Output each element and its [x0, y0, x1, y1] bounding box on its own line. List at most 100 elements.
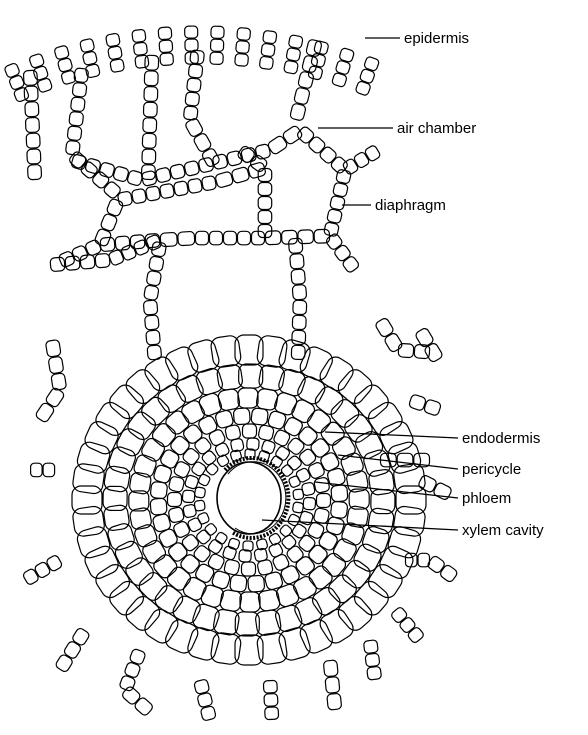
plant-cell: [144, 285, 160, 301]
plant-cell: [169, 434, 192, 457]
plant-cell: [200, 706, 216, 722]
plant-cell: [240, 592, 260, 612]
plant-cell: [223, 559, 240, 576]
plant-cell: [371, 489, 395, 513]
plant-cell: [65, 256, 80, 271]
plant-cell: [55, 653, 74, 673]
plant-cell: [297, 617, 335, 656]
plant-cell: [282, 125, 304, 146]
plant-cell: [248, 575, 265, 592]
plant-cell: [210, 52, 223, 64]
plant-cell: [367, 666, 382, 680]
plant-cell: [316, 493, 330, 507]
plant-cell: [163, 408, 191, 436]
plant-cell: [188, 64, 203, 79]
plant-cell: [143, 102, 157, 117]
plant-cell: [292, 595, 324, 627]
plant-cell: [307, 543, 330, 566]
plant-cell: [185, 92, 200, 107]
plant-cell: [159, 183, 174, 199]
plant-cell: [159, 448, 181, 470]
plant-cell: [327, 693, 342, 710]
plant-cell: [207, 538, 224, 555]
plant-cell: [233, 408, 250, 425]
plant-cell: [167, 541, 189, 563]
plant-cell: [151, 241, 167, 257]
plant-cell: [196, 231, 209, 245]
plant-cell: [194, 487, 205, 498]
plant-cell: [142, 133, 156, 148]
plant-cell: [398, 616, 416, 634]
plant-cell: [298, 71, 315, 89]
label-pericycle: pericycle: [462, 461, 521, 478]
plant-cell: [150, 481, 168, 499]
plant-cell: [50, 257, 65, 272]
plant-cell: [194, 679, 210, 695]
plant-cell: [159, 40, 173, 53]
plant-cell: [197, 512, 210, 525]
plant-cell: [293, 489, 304, 500]
plant-cell: [160, 232, 177, 246]
plant-cell: [204, 522, 218, 536]
plant-cell: [45, 339, 61, 357]
plant-cell: [201, 449, 218, 466]
plant-cell: [163, 344, 201, 383]
plant-cell: [103, 465, 131, 493]
plant-cell: [146, 330, 161, 345]
plant-cell: [34, 561, 51, 579]
plant-cell: [364, 144, 381, 162]
plant-cell: [261, 43, 276, 57]
label-epidermis: epidermis: [404, 30, 469, 47]
plant-cell: [294, 555, 316, 577]
plant-cell: [178, 231, 195, 245]
cortex-cell-chains: [22, 39, 458, 721]
plant-cell: [173, 181, 188, 197]
plant-cell: [288, 475, 301, 488]
plant-cell: [293, 300, 307, 314]
plant-cell: [163, 617, 201, 656]
plant-cell: [292, 284, 307, 300]
plant-cell: [186, 78, 201, 93]
plant-cell: [288, 238, 303, 254]
plant-cell: [155, 167, 171, 183]
plant-cell: [210, 39, 223, 51]
plant-cell: [237, 27, 251, 40]
plant-cell: [217, 388, 240, 411]
plant-cell: [317, 530, 339, 552]
plant-cell: [110, 59, 125, 73]
plant-cell: [210, 335, 242, 369]
plant-cell: [330, 435, 357, 462]
plant-cell: [323, 660, 338, 677]
plant-cell: [257, 589, 280, 612]
plant-cell: [145, 55, 159, 70]
plant-cell: [393, 505, 427, 537]
plant-cell: [132, 29, 146, 42]
plant-cell: [146, 270, 162, 286]
plant-cell: [71, 627, 90, 647]
plant-cell: [317, 354, 357, 394]
plant-cell: [145, 186, 160, 202]
plant-cell: [211, 26, 224, 38]
plant-cell: [281, 230, 297, 244]
plant-cell: [259, 56, 274, 70]
plant-cell: [80, 38, 95, 53]
plant-cell: [184, 160, 200, 176]
plant-cell: [236, 40, 250, 53]
plant-cell: [127, 170, 144, 187]
plant-cell: [168, 476, 185, 493]
plant-cell: [238, 388, 258, 408]
plant-cell: [331, 485, 348, 502]
plant-cell: [256, 335, 288, 369]
plant-cell: [157, 527, 179, 549]
plant-cell: [179, 553, 202, 576]
plant-cell: [297, 344, 335, 383]
plant-cell: [292, 330, 306, 344]
plant-cell: [309, 437, 331, 459]
plant-cell: [72, 82, 87, 97]
plant-cell: [231, 166, 250, 183]
plant-cell: [280, 534, 297, 551]
plant-cell: [143, 118, 157, 133]
plant-cell: [307, 563, 335, 591]
xylem-cavity-shape: [217, 458, 288, 538]
